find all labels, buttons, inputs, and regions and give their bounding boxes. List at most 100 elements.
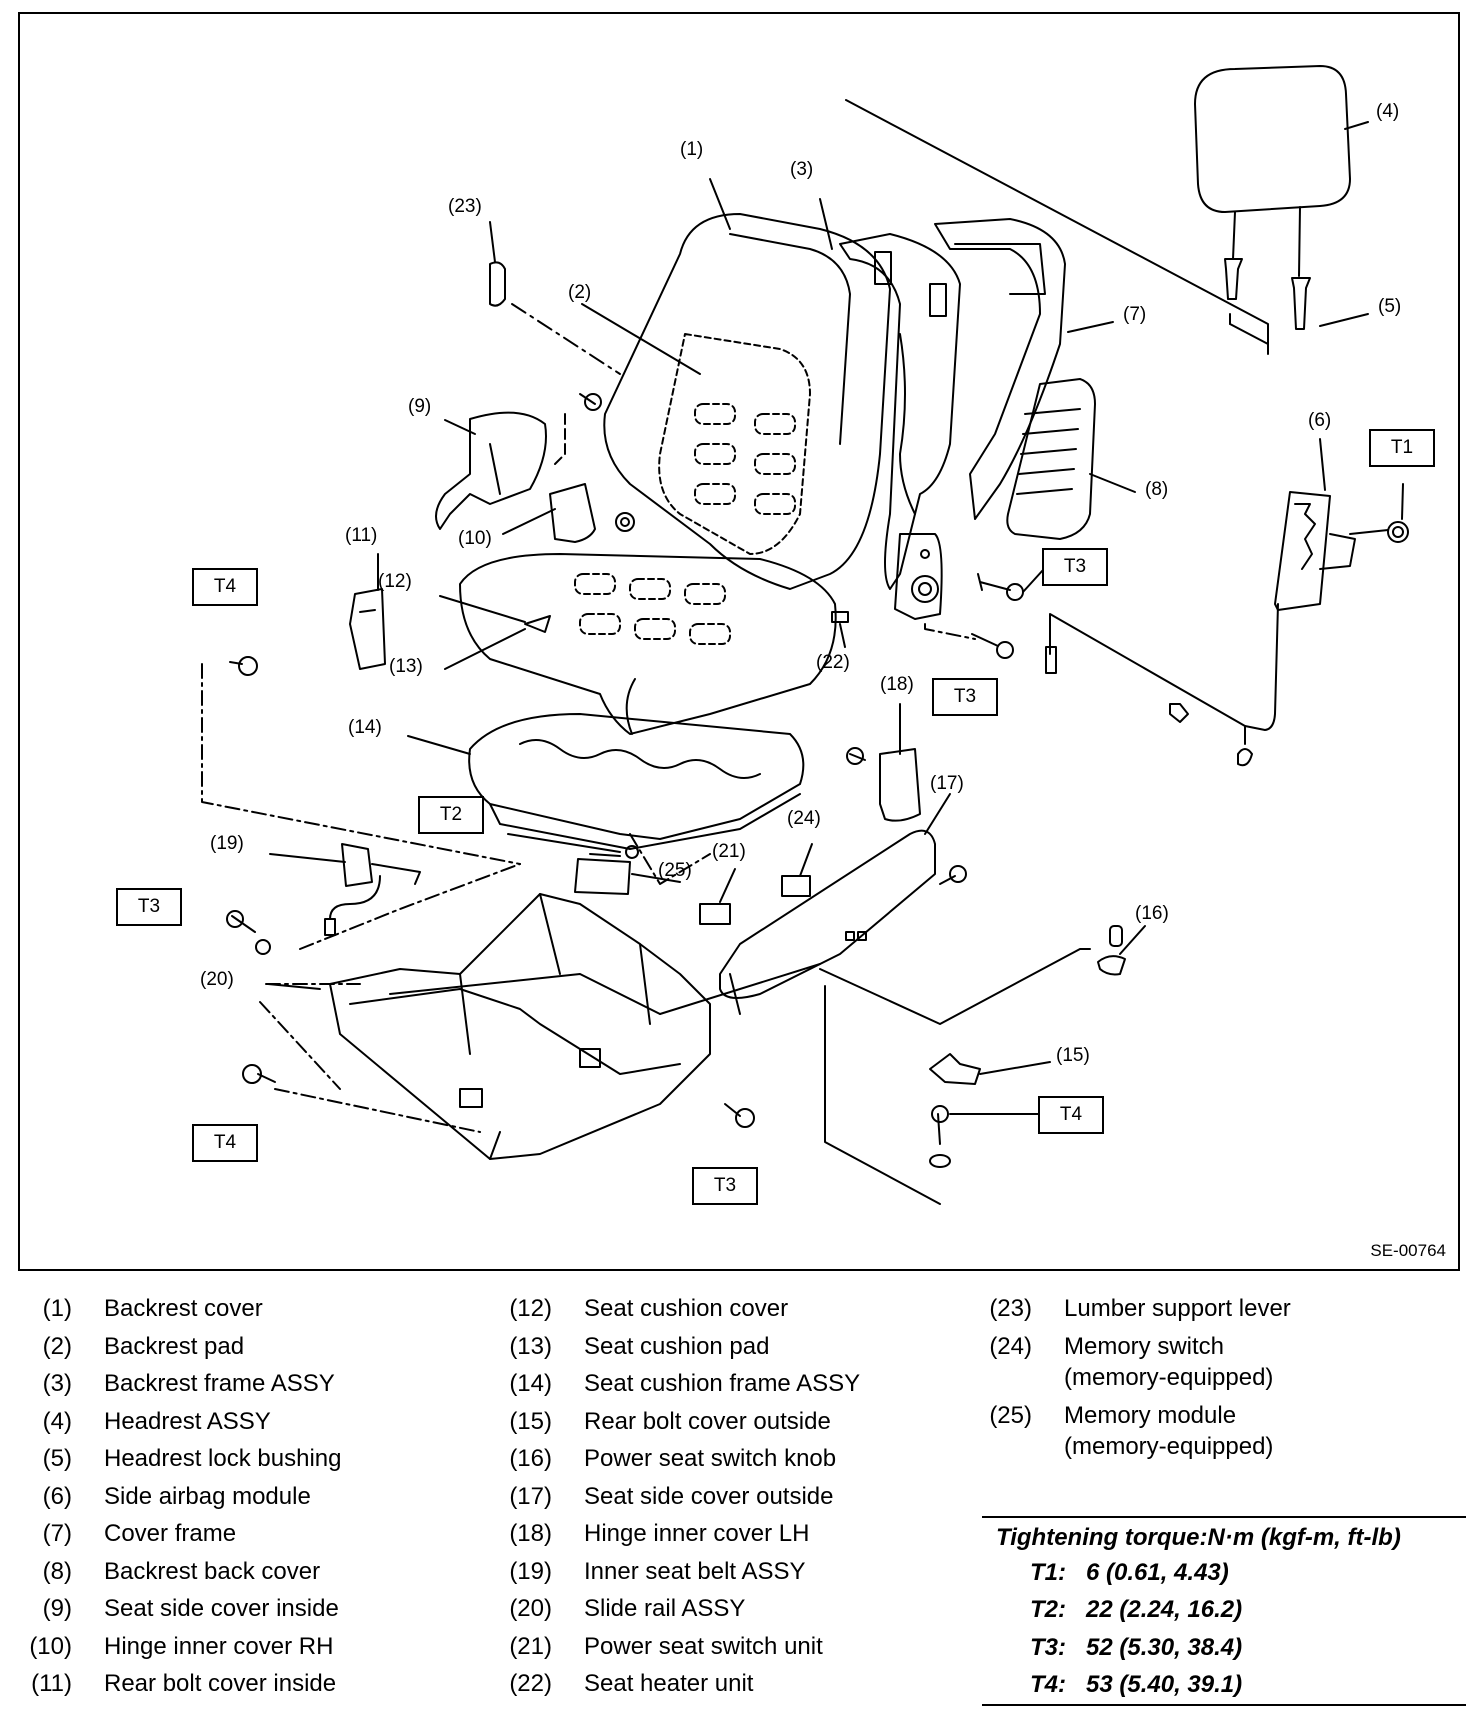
torque-row: T4:53 (5.40, 39.1)	[982, 1667, 1466, 1705]
legend-item: (13)Seat cushion pad	[480, 1328, 860, 1366]
callout-9: (9)	[408, 396, 432, 417]
callout-23: (23)	[448, 196, 482, 217]
legend-item: (15) Rear bolt cover outside	[480, 1403, 860, 1441]
legend-item-label: Lumber support lever	[1064, 1295, 1291, 1322]
legend-item: (23) Lumber support lever	[960, 1290, 1291, 1328]
torque-value: 52 (5.30, 38.4)	[1086, 1633, 1243, 1661]
seat-cushion-frame-part	[468, 713, 805, 850]
callout-14: (14)	[348, 717, 382, 738]
legend-item: (2)Backrest pad	[0, 1328, 341, 1366]
side-cover-outside-bolt	[939, 865, 967, 885]
diagram-drawing	[201, 65, 1409, 1205]
callout-19: (19)	[210, 833, 244, 854]
rear-outer-bolt	[929, 1105, 951, 1168]
side-cover-bolt	[579, 393, 602, 411]
exploded-view-diagram: (1) (2) (3) (4) (5) (6) (7) (8) (9) (10)…	[18, 12, 1460, 1271]
legend-item-number: (10)	[29, 1632, 72, 1660]
legend-item: (8)Backrest back cover	[0, 1553, 341, 1591]
callout-12: (12)	[378, 571, 412, 592]
outer-bolt-leader	[824, 985, 941, 1205]
callout-6: (6)	[1308, 410, 1332, 431]
legend-item: (5)Headrest lock bushing	[0, 1440, 342, 1478]
legend-item-number: (24)	[989, 1332, 1032, 1360]
recliner-hinge-part	[894, 533, 943, 620]
legend-item-label: Backrest cover	[104, 1295, 263, 1322]
torque-key: T3:	[1030, 1633, 1066, 1661]
legend-item: (7)Cover frame	[0, 1515, 341, 1553]
torque-label-t4-right: T4	[1038, 1096, 1104, 1134]
callout-1: (1)	[680, 139, 704, 160]
cover-frame-part	[934, 218, 1066, 520]
callout-10: (10)	[458, 528, 492, 549]
legend-item-number: (8)	[42, 1557, 72, 1585]
callout-11: (11)	[345, 525, 378, 546]
legend-item-label: Slide rail ASSY	[584, 1595, 746, 1622]
legend-item-number: (16)	[509, 1445, 552, 1472]
slide-rail-assy-part	[329, 893, 711, 1160]
legend-item-number: (19)	[509, 1557, 552, 1585]
legend-item: (20)Slide rail ASSY	[480, 1590, 860, 1628]
legend-item-number: (13)	[509, 1332, 552, 1360]
seat-side-cover-outside-part	[719, 829, 936, 999]
hinge-bolt-lower	[971, 633, 1014, 659]
legend-item-number: (17)	[509, 1482, 552, 1510]
legend-item-number: (4)	[42, 1407, 72, 1435]
rear-bolt-cover-outside-part	[929, 1053, 981, 1085]
legend-item: (6)Side airbag module	[0, 1478, 341, 1516]
callout-20: (20)	[200, 969, 234, 990]
legend-item-label: Cover frame	[104, 1520, 237, 1547]
legend-item-label: Hinge inner cover LH	[584, 1520, 810, 1547]
legend-item-label: Backrest frame ASSY	[104, 1370, 335, 1397]
seat-heater-unit-part	[831, 611, 849, 623]
callout-15: (15)	[1056, 1045, 1090, 1066]
legend-column-2: (12)Seat cushion cover(13)Seat cushion p…	[480, 1290, 860, 1703]
legend-item: (16) Power seat switch knob	[480, 1440, 860, 1478]
knob-leader	[819, 948, 1091, 1025]
torque-label-t4-top-left: T4	[192, 568, 258, 606]
legend-column-1: (1)Backrest cover(2)Backrest pad(3)Backr…	[0, 1290, 341, 1703]
legend-item: (17)Seat side cover outside	[480, 1478, 860, 1516]
legend-item-number: (12)	[509, 1295, 552, 1322]
legend-item: (25) Memory module (memory-equipped)	[960, 1397, 1291, 1466]
legend-item-number: (25)	[989, 1401, 1032, 1429]
legend-item-number: (23)	[989, 1295, 1032, 1322]
slide-rail-bolt-t4-left	[242, 1064, 276, 1084]
callout-13: (13)	[389, 656, 423, 677]
legend-item-label: Memory switch (memory-equipped)	[1064, 1332, 1274, 1391]
torque-value: 22 (2.24, 16.2)	[1086, 1596, 1243, 1624]
callout-24: (24)	[787, 808, 821, 829]
torque-label-t4-bottom-left: T4	[192, 1124, 258, 1162]
torque-label-t3-rail-bottom: T3	[692, 1167, 758, 1205]
legend-item-number: (14)	[509, 1370, 552, 1397]
airbag-harness-part	[1045, 603, 1279, 767]
legend-item-number: (1)	[42, 1295, 72, 1322]
legend-item-label: Memory module (memory-equipped)	[1064, 1401, 1274, 1460]
slide-rail-bolt-t3-left	[226, 910, 271, 955]
torque-row: T2:22 (2.24, 16.2)	[982, 1592, 1466, 1630]
power-seat-switch-knob-part	[1097, 925, 1126, 976]
legend-item-label: Power seat switch knob	[584, 1445, 837, 1472]
memory-module-part	[574, 845, 639, 895]
callout-17: (17)	[930, 773, 964, 794]
legend-item: (19)Inner seat belt ASSY	[480, 1553, 860, 1591]
legend-item: (4)Headrest ASSY	[0, 1403, 341, 1441]
legend-item-label: Rear bolt cover outside	[584, 1407, 831, 1435]
backrest-cover-part	[603, 213, 891, 590]
callout-16: (16)	[1135, 903, 1169, 924]
torque-label-t3-hinge-lower: T3	[932, 678, 998, 716]
lumber-support-lever-part	[489, 261, 506, 307]
legend-item-number: (18)	[509, 1520, 552, 1547]
figure-id: SE-00764	[1370, 1241, 1446, 1260]
legend-item: (18) Hinge inner cover LH	[480, 1515, 860, 1553]
torque-label-t3-hinge-upper: T3	[1042, 548, 1108, 586]
legend-item-number: (15)	[509, 1407, 552, 1435]
legend-item-number: (22)	[509, 1670, 552, 1697]
legend-item: (1) Backrest cover	[0, 1290, 341, 1328]
legend-item: (10)Hinge inner cover RH	[0, 1628, 341, 1666]
rear-inner-bolt	[229, 656, 258, 676]
torque-rows: T1:6 (0.61, 4.43)T2:22 (2.24, 16.2)T3:52…	[982, 1554, 1466, 1704]
seat-cushion-cover-part	[459, 553, 837, 735]
legend-item: (11)Rear bolt cover inside	[0, 1665, 341, 1703]
legend-item-label: Power seat switch unit	[584, 1632, 823, 1660]
torque-value: 6 (0.61, 4.43)	[1086, 1558, 1229, 1586]
